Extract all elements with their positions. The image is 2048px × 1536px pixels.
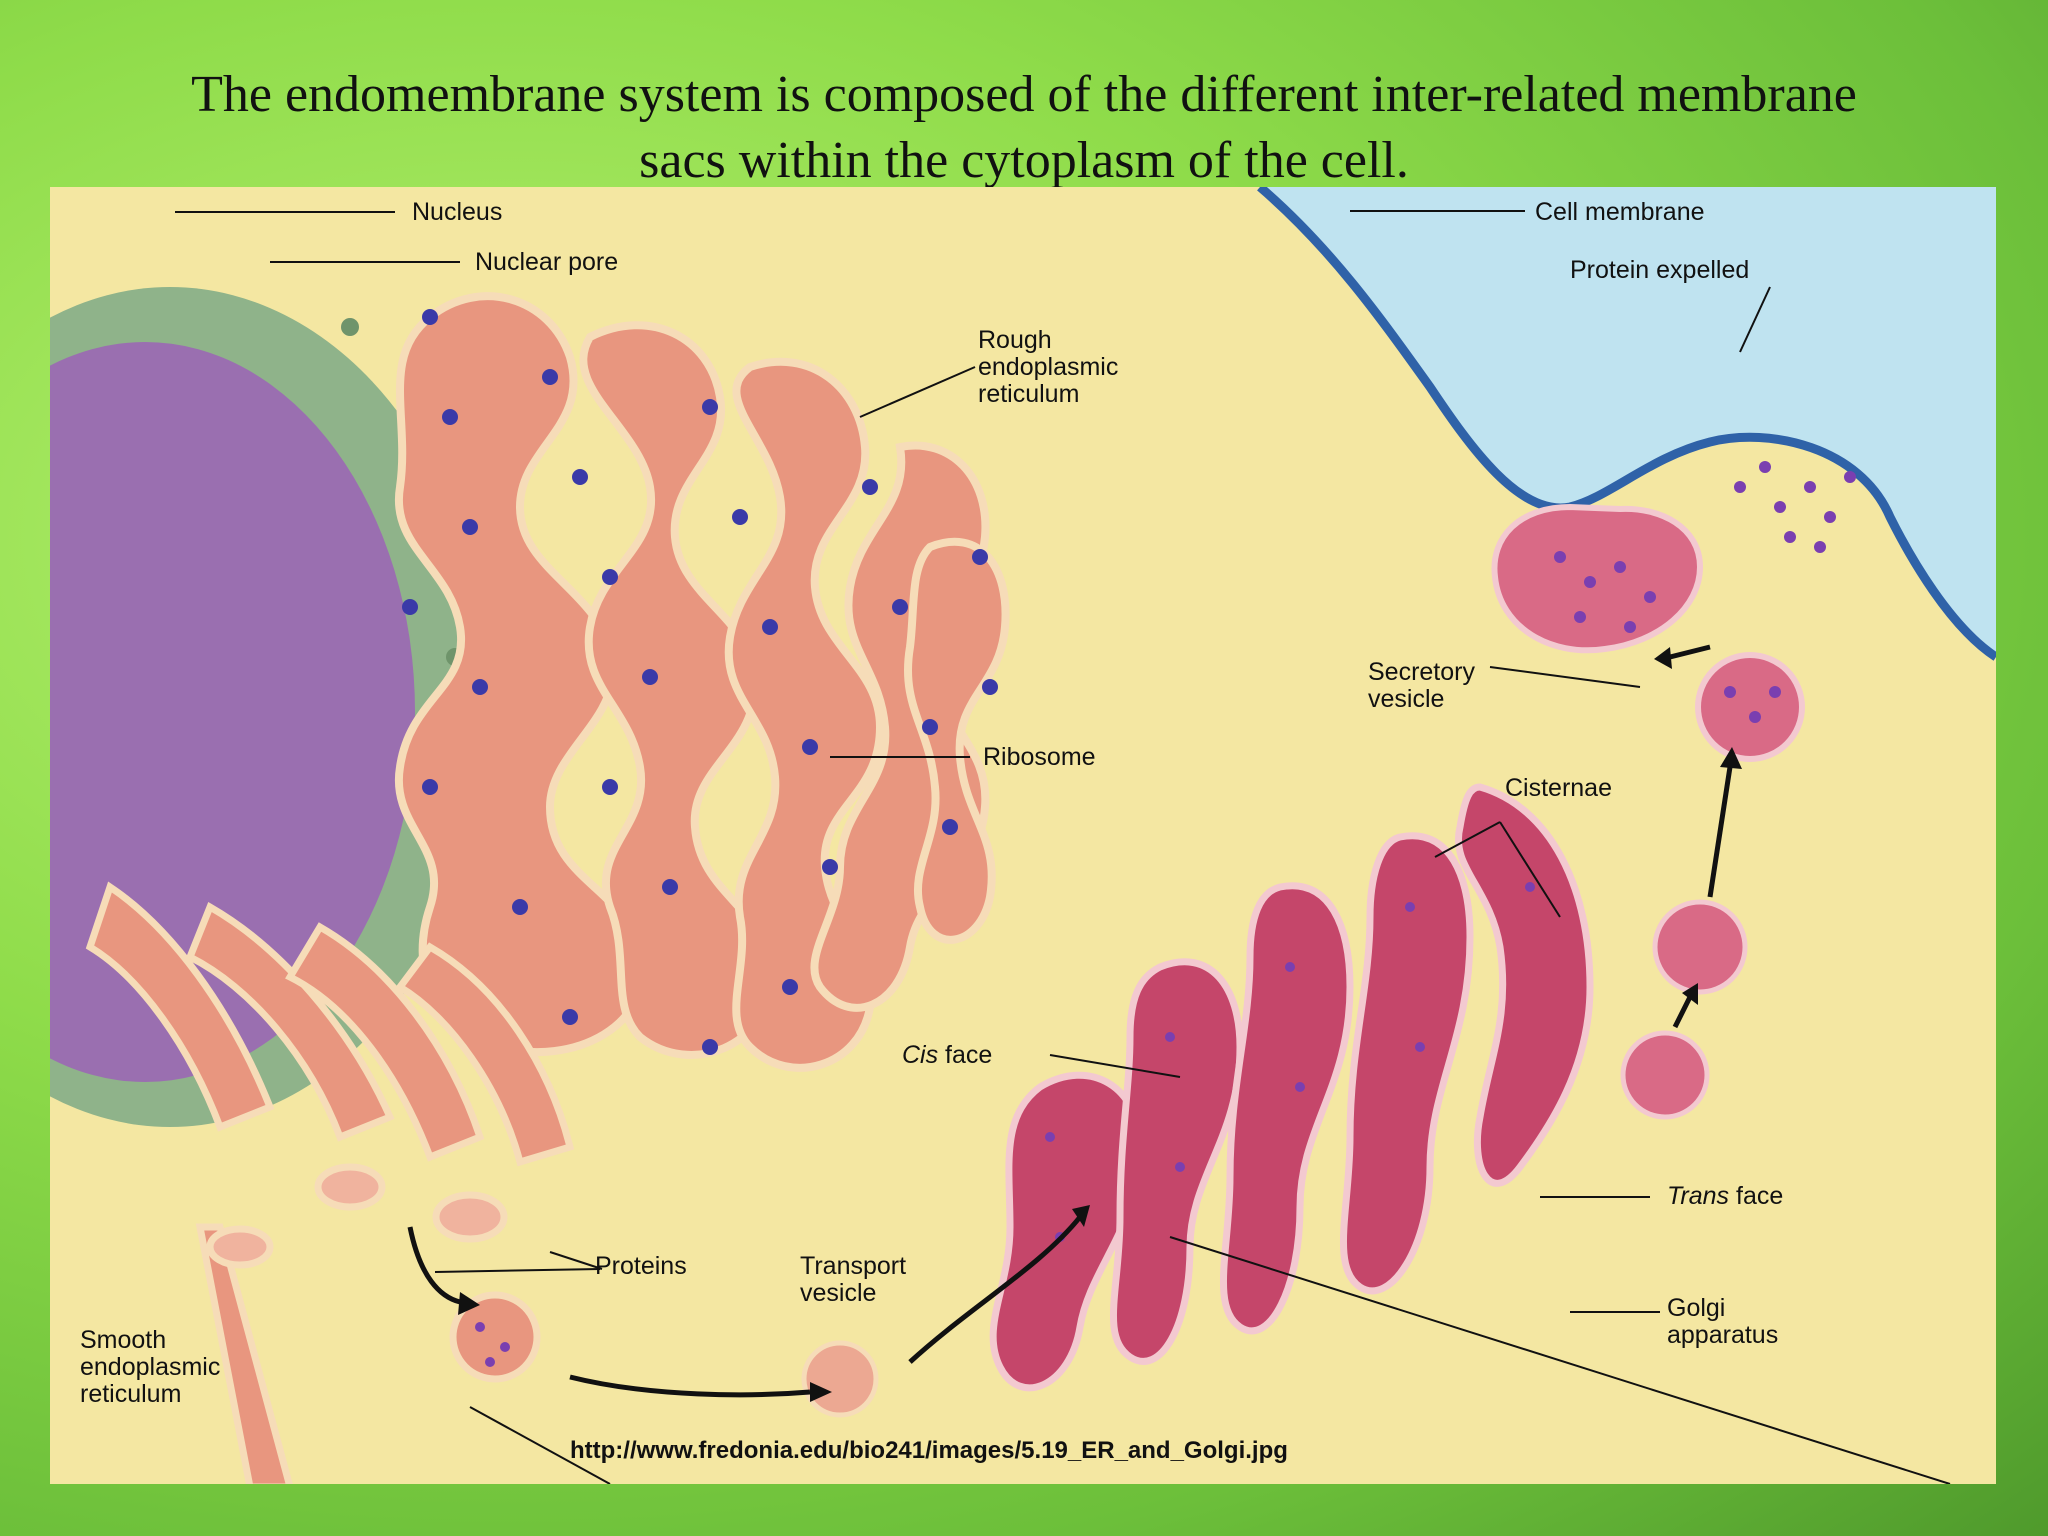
endomembrane-illustration [50,187,1996,1484]
label-cis-face: Cis face [902,1041,993,1069]
er-bud-vesicle [449,1291,541,1383]
smooth-er [85,881,575,1484]
label-trans-face: Trans face [1667,1182,1784,1210]
leader-lines [175,210,1951,1484]
label-nucleus: Nucleus [412,198,503,226]
label-protein-expelled: Protein expelled [1570,256,1750,284]
title-line-2: sacs within the cytoplasm of the cell. [639,132,1409,189]
label-rough-er: Rough endoplasmic reticulum [978,326,1119,408]
ribosome-dots [402,309,998,1055]
label-cisternae: Cisternae [1505,774,1612,802]
golgi-bud-2 [1652,899,1748,995]
extracellular-space [1260,187,1996,657]
golgi-bud-1 [1620,1030,1710,1120]
golgi-stack [989,783,1594,1392]
flow-arrows [407,644,1733,1398]
slide-title: The endomembrane system is composed of t… [0,62,2048,194]
label-transport-vesicle: Transport vesicle [800,1252,907,1307]
label-ribosome: Ribosome [983,743,1096,771]
title-line-1: The endomembrane system is composed of t… [191,66,1857,123]
transport-vesicle-shape [801,1340,879,1418]
source-url: http://www.fredonia.edu/bio241/images/5.… [570,1437,1288,1464]
cell-membrane-line [1257,187,1996,661]
arrow-heads [458,647,1742,1402]
label-golgi-apparatus: Golgi apparatus [1667,1294,1779,1349]
label-secretory-vesicle: Secretory vesicle [1368,658,1475,713]
label-proteins: Proteins [595,1252,687,1280]
label-smooth-er: Smooth endoplasmic reticulum [80,1326,221,1408]
protein-dots [475,461,1856,1367]
label-cell-membrane: Cell membrane [1535,198,1705,226]
endomembrane-figure: Nucleus Nuclear pore Rough endoplasmic r… [50,187,1996,1484]
exocytosis-pocket [1491,503,1704,654]
nucleoplasm [50,342,415,1082]
label-nuclear-pore: Nuclear pore [475,248,619,276]
rough-er [394,292,1010,1072]
secretory-vesicle-shape [1695,652,1805,762]
